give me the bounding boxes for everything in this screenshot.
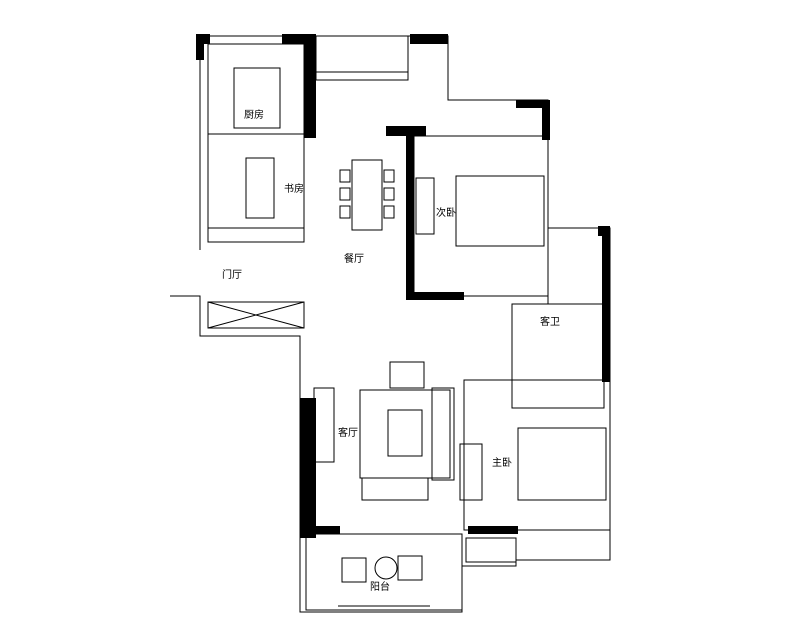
thick-walls — [196, 34, 610, 538]
label-entrance: 门厅 — [222, 268, 242, 281]
label-second-bedroom: 次卧 — [436, 206, 456, 219]
label-balcony: 阳台 — [370, 580, 390, 593]
label-master-bedroom: 主卧 — [492, 456, 512, 469]
room-labels: 厨房 书房 餐厅 门厅 次卧 客卫 客厅 主卧 阳台 — [222, 108, 560, 593]
label-study: 书房 — [284, 182, 304, 195]
label-guest-bath: 客卫 — [540, 315, 560, 328]
label-living: 客厅 — [338, 426, 358, 439]
label-dining: 餐厅 — [344, 252, 364, 265]
label-kitchen: 厨房 — [244, 108, 264, 121]
furniture — [339, 159, 607, 583]
